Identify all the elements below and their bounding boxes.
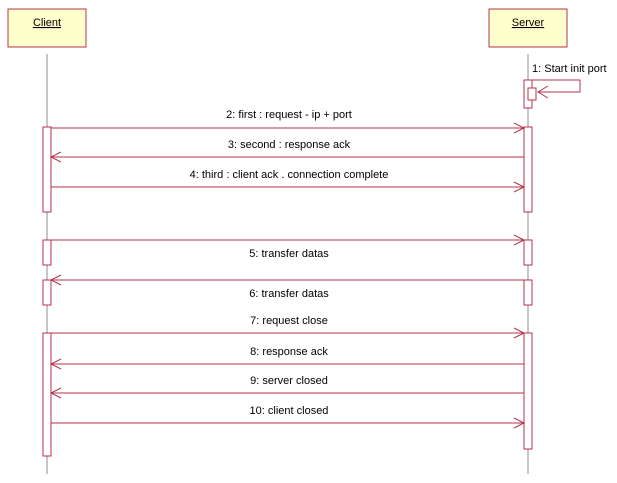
participant-client[interactable]: Client (7, 8, 87, 48)
message-2[interactable]: 2: first : request - ip + port (51, 109, 526, 134)
participant-server-name: Server (512, 17, 545, 29)
message-1[interactable]: 1: Start init port (532, 63, 607, 99)
message-9[interactable]: 9: server closed (49, 375, 524, 399)
message-7-label: 7: request close (250, 315, 328, 327)
message-3-arrowhead (49, 151, 62, 163)
activation-client (42, 126, 52, 213)
activation-client (42, 279, 52, 306)
activation-server (523, 332, 533, 450)
message-9-label: 9: server closed (250, 375, 328, 387)
message-8[interactable]: 8: response ack (49, 346, 524, 370)
message-8-label: 8: response ack (250, 346, 328, 358)
message-8-arrowhead (49, 358, 62, 370)
message-6[interactable]: 6: transfer datas (49, 274, 524, 300)
message-2-arrowhead (513, 122, 526, 134)
message-3[interactable]: 3: second : response ack (49, 139, 524, 163)
message-5-arrowhead (513, 234, 526, 246)
message-6-label: 6: transfer datas (249, 288, 329, 300)
message-4-arrowhead (513, 181, 526, 193)
participant-server[interactable]: Server (488, 8, 568, 48)
message-7[interactable]: 7: request close (51, 315, 526, 339)
message-10[interactable]: 10: client closed (51, 405, 526, 429)
participant-client-box[interactable] (7, 8, 87, 48)
message-1-arrowhead (537, 85, 549, 99)
activation-client (42, 239, 52, 266)
participant-server-box[interactable] (488, 8, 568, 48)
message-4[interactable]: 4: third : client ack . connection compl… (51, 169, 526, 193)
message-9-arrowhead (49, 387, 62, 399)
message-6-arrowhead (49, 274, 62, 286)
message-10-label: 10: client closed (250, 405, 329, 417)
message-3-label: 3: second : response ack (228, 139, 351, 151)
activation-server (523, 126, 533, 213)
participant-client-name: Client (33, 17, 61, 29)
message-1-line (532, 79, 581, 93)
message-5-label: 5: transfer datas (249, 248, 329, 260)
message-4-label: 4: third : client ack . connection compl… (190, 169, 389, 181)
message-10-arrowhead (513, 417, 526, 429)
activation-server (523, 279, 533, 306)
message-1-label: 1: Start init port (532, 63, 607, 75)
activation-client (42, 332, 52, 457)
activation-server (527, 87, 537, 101)
activation-server (523, 239, 533, 266)
message-7-arrowhead (513, 327, 526, 339)
message-2-label: 2: first : request - ip + port (226, 109, 352, 121)
message-5[interactable]: 5: transfer datas (51, 234, 526, 260)
